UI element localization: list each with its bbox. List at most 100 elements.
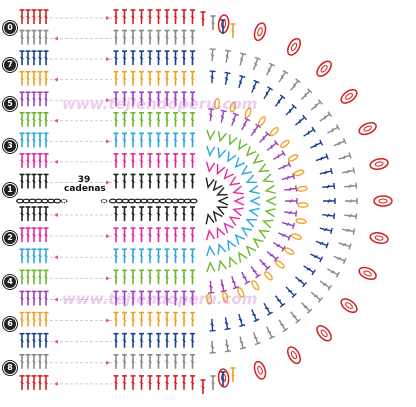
stitch-bar: [32, 275, 36, 279]
stitch-bar: [165, 97, 169, 101]
stitch-bar: [44, 296, 48, 300]
stitch-bar: [38, 77, 42, 81]
stitch-bar: [114, 77, 118, 81]
v-stitch: [264, 184, 276, 194]
v-stitch: [217, 259, 227, 271]
stitch-bar: [182, 97, 186, 101]
stitch-bar: [156, 275, 161, 279]
stitch-bar: [44, 77, 48, 81]
base-chain: [16, 198, 198, 204]
stitch-bar: [122, 159, 127, 163]
chain-stitch: [251, 280, 260, 291]
stitch-bar: [148, 77, 152, 81]
stitch-bar: [26, 118, 30, 122]
stitch-bar: [122, 118, 127, 122]
stitch-bar: [156, 138, 161, 142]
stitch-bar: [156, 36, 161, 40]
v-stitch: [237, 251, 248, 263]
stitch-bar: [114, 15, 118, 19]
stitch-bar: [26, 339, 30, 343]
dc-stitch: [323, 198, 336, 204]
stitch-bar: [44, 233, 48, 237]
stitch-bar: [38, 179, 42, 183]
stitch-bar: [26, 15, 30, 19]
v-stitch: [240, 165, 252, 175]
stitch-bar: [26, 138, 30, 142]
stitch-bar: [44, 179, 48, 183]
dc-stitch: [310, 139, 324, 149]
stitch-bar: [122, 339, 127, 343]
stitch-bar: [156, 360, 161, 364]
row-arrow: [54, 297, 58, 302]
stitch-bar: [221, 25, 225, 29]
stitch-bar: [211, 381, 215, 385]
stitch-bar: [114, 296, 118, 300]
picot-inner: [320, 64, 328, 73]
row-arrow: [106, 16, 110, 20]
picot-inner: [257, 365, 263, 375]
stitch-bar: [139, 77, 144, 81]
v-stitch: [229, 256, 238, 268]
stitch-bar: [173, 179, 178, 183]
stitch-columns: [19, 9, 195, 390]
stitch-bar: [38, 118, 42, 122]
stitch-bar: [156, 159, 161, 163]
dc-stitch: [285, 198, 298, 204]
stitch-bar: [114, 275, 118, 279]
row-arrow: [54, 36, 58, 41]
stitch-bar: [190, 296, 195, 300]
stitch-bar: [131, 97, 135, 101]
chain-stitch: [146, 198, 155, 204]
chain-stitch: [40, 198, 49, 204]
stitch-bar: [190, 381, 195, 385]
dc-stitch: [341, 228, 356, 235]
stitch-bar: [131, 36, 135, 40]
v-stitch: [205, 228, 216, 241]
stitch-bar: [44, 275, 48, 279]
stitch-bar: [201, 385, 205, 389]
stitch-bar: [114, 360, 118, 364]
stitch-bar: [201, 17, 205, 21]
dc-stitch: [250, 265, 261, 279]
stitch-bar: [20, 77, 24, 81]
stitch-bar: [122, 97, 127, 101]
dc-stitch: [294, 276, 308, 288]
stitch-bar: [122, 212, 127, 216]
chain-stitch: [222, 291, 229, 303]
stitch-bar: [32, 296, 36, 300]
stitch-bar: [26, 360, 30, 364]
stitch-bar: [173, 77, 178, 81]
row-label: 4: [4, 276, 16, 288]
stitch-bar: [20, 381, 24, 385]
row-arrow: [54, 118, 58, 123]
v-stitch: [227, 239, 237, 251]
chain-stitch: [264, 271, 273, 281]
stitch-bar: [190, 339, 195, 343]
stitch-bar: [156, 15, 161, 19]
v-stitch: [228, 176, 241, 186]
v-stitch: [228, 216, 241, 226]
row-arrow: [106, 57, 110, 62]
stitch-bar: [190, 97, 195, 101]
stitch-bar: [44, 56, 48, 60]
stitch-bar: [26, 381, 30, 385]
stitch-bar: [20, 296, 24, 300]
dc-stitch: [220, 279, 227, 293]
stitch-bar: [156, 296, 161, 300]
dc-stitch: [310, 291, 323, 303]
stitch-bar: [156, 381, 161, 385]
picot-inner: [345, 302, 353, 309]
stitch-bar: [173, 15, 178, 19]
chain-stitch: [47, 198, 55, 204]
v-stitch: [252, 238, 264, 249]
v-stitch: [206, 245, 216, 257]
dc-stitch: [310, 99, 323, 111]
stitch-bar: [131, 296, 135, 300]
stitch-bar: [32, 56, 36, 60]
chain-stitch: [127, 198, 136, 204]
stitch-bar: [165, 233, 169, 237]
stitch-bar: [131, 179, 135, 183]
stitch-bar: [165, 15, 169, 19]
dc-stitch: [266, 62, 275, 76]
